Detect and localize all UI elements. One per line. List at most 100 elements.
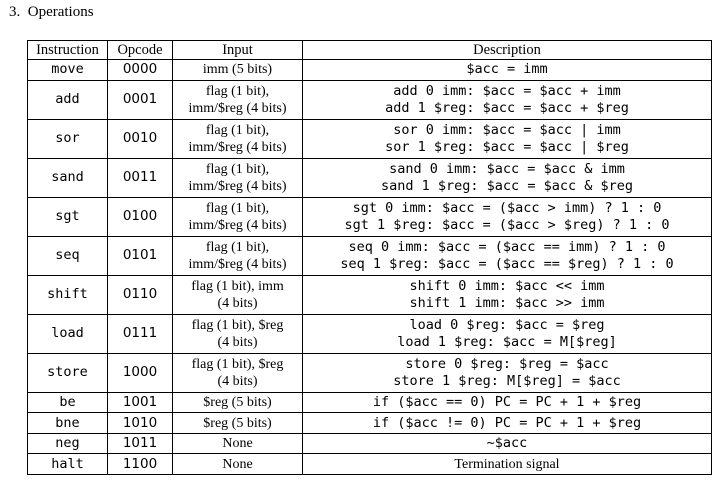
opcode-cell: 1100 — [107, 453, 173, 475]
description-line: Termination signal — [454, 456, 560, 472]
instruction-cell: store — [27, 352, 108, 393]
input-line: None — [222, 456, 253, 472]
input-line: imm/$reg (4 bits) — [188, 100, 287, 116]
description-line: shift 0 imm: $acc << imm — [409, 277, 605, 294]
input-cell: flag (1 bit), imm(4 bits) — [172, 274, 303, 315]
input-line: None — [222, 436, 253, 452]
description-line: if ($acc == 0) PC = PC + 1 + $reg — [372, 394, 642, 411]
input-cell: imm (5 bits) — [172, 59, 303, 81]
description-line: shift 1 imm: $acc >> imm — [409, 294, 605, 311]
description-cell: Termination signal — [302, 453, 712, 475]
instruction-cell: halt — [27, 453, 108, 475]
instruction-cell: seq — [27, 235, 108, 276]
instruction-cell: shift — [27, 274, 108, 315]
input-line: imm/$reg (4 bits) — [188, 217, 287, 233]
instruction-cell: sand — [27, 157, 108, 198]
input-line: (4 bits) — [217, 295, 258, 311]
section-title: Operations — [27, 4, 94, 20]
instruction-cell: load — [27, 313, 108, 354]
header-row: Instruction Opcode Input Description — [27, 40, 712, 60]
description-line: sor 1 $reg: $acc = $acc | $reg — [385, 138, 629, 155]
opcode-cell: 0110 — [107, 274, 173, 315]
input-line: flag (1 bit), — [205, 200, 270, 216]
instruction-cell: neg — [27, 432, 108, 455]
input-cell: $reg (5 bits) — [172, 412, 303, 434]
input-cell: flag (1 bit),imm/$reg (4 bits) — [172, 196, 303, 237]
description-line: store 1 $reg: M[$reg] = $acc — [393, 372, 621, 389]
header-instruction: Instruction — [27, 40, 108, 60]
opcode-cell: 1000 — [107, 352, 173, 393]
description-cell: if ($acc != 0) PC = PC + 1 + $reg — [302, 412, 712, 434]
input-cell: flag (1 bit),imm/$reg (4 bits) — [172, 235, 303, 276]
opcode-cell: 1010 — [107, 412, 173, 434]
description-line: sand 1 $reg: $acc = $acc & $reg — [381, 177, 633, 194]
input-cell: flag (1 bit), $reg(4 bits) — [172, 352, 303, 393]
description-line: sor 0 imm: $acc = $acc | imm — [393, 121, 621, 138]
input-cell: $reg (5 bits) — [172, 391, 303, 414]
instruction-cell: move — [27, 59, 108, 81]
input-line: $reg (5 bits) — [203, 415, 272, 431]
instruction-cell: add — [27, 79, 108, 120]
instruction-cell: be — [27, 391, 108, 414]
description-line: $acc = imm — [466, 61, 548, 78]
input-cell: flag (1 bit),imm/$reg (4 bits) — [172, 157, 303, 198]
header-description: Description — [302, 40, 712, 60]
opcode-cell: 1011 — [107, 432, 173, 455]
description-line: seq 0 imm: $acc = ($acc == imm) ? 1 : 0 — [348, 238, 666, 255]
input-line: imm (5 bits) — [202, 62, 273, 78]
input-line: flag (1 bit), — [205, 83, 270, 99]
section-number: 3. — [9, 4, 21, 20]
input-line: flag (1 bit), — [205, 239, 270, 255]
input-line: (4 bits) — [217, 334, 258, 350]
description-line: sand 0 imm: $acc = $acc & imm — [389, 160, 625, 177]
instruction-cell: sgt — [27, 196, 108, 237]
description-cell: ~$acc — [302, 432, 712, 455]
description-line: sgt 0 imm: $acc = ($acc > imm) ? 1 : 0 — [352, 199, 662, 216]
input-line: imm/$reg (4 bits) — [188, 178, 287, 194]
description-line: seq 1 $reg: $acc = ($acc == $reg) ? 1 : … — [340, 255, 674, 272]
input-line: imm/$reg (4 bits) — [188, 256, 287, 272]
header-input: Input — [172, 40, 303, 60]
operations-table: Instruction Opcode Input Description mov… — [27, 40, 712, 475]
header-opcode: Opcode — [107, 40, 173, 60]
input-line: flag (1 bit), imm — [191, 278, 284, 294]
input-line: (4 bits) — [217, 373, 258, 389]
description-line: load 0 $reg: $acc = $reg — [409, 316, 605, 333]
input-line: flag (1 bit), $reg — [191, 317, 284, 333]
input-cell: None — [172, 453, 303, 475]
opcode-cell: 0010 — [107, 118, 173, 159]
description-line: add 0 imm: $acc = $acc + imm — [393, 82, 621, 99]
input-line: flag (1 bit), $reg — [191, 356, 284, 372]
opcode-cell: 1001 — [107, 391, 173, 414]
description-cell: if ($acc == 0) PC = PC + 1 + $reg — [302, 391, 712, 414]
input-cell: None — [172, 432, 303, 455]
input-cell: flag (1 bit), $reg(4 bits) — [172, 313, 303, 354]
description-cell: $acc = imm — [302, 59, 712, 81]
input-cell: flag (1 bit),imm/$reg (4 bits) — [172, 79, 303, 120]
opcode-cell: 0101 — [107, 235, 173, 276]
input-line: flag (1 bit), — [205, 161, 270, 177]
opcode-cell: 0000 — [107, 59, 173, 81]
section-heading: 3. Operations — [9, 4, 94, 21]
description-line: if ($acc != 0) PC = PC + 1 + $reg — [372, 414, 642, 431]
input-line: $reg (5 bits) — [203, 395, 272, 411]
opcode-cell: 0100 — [107, 196, 173, 237]
